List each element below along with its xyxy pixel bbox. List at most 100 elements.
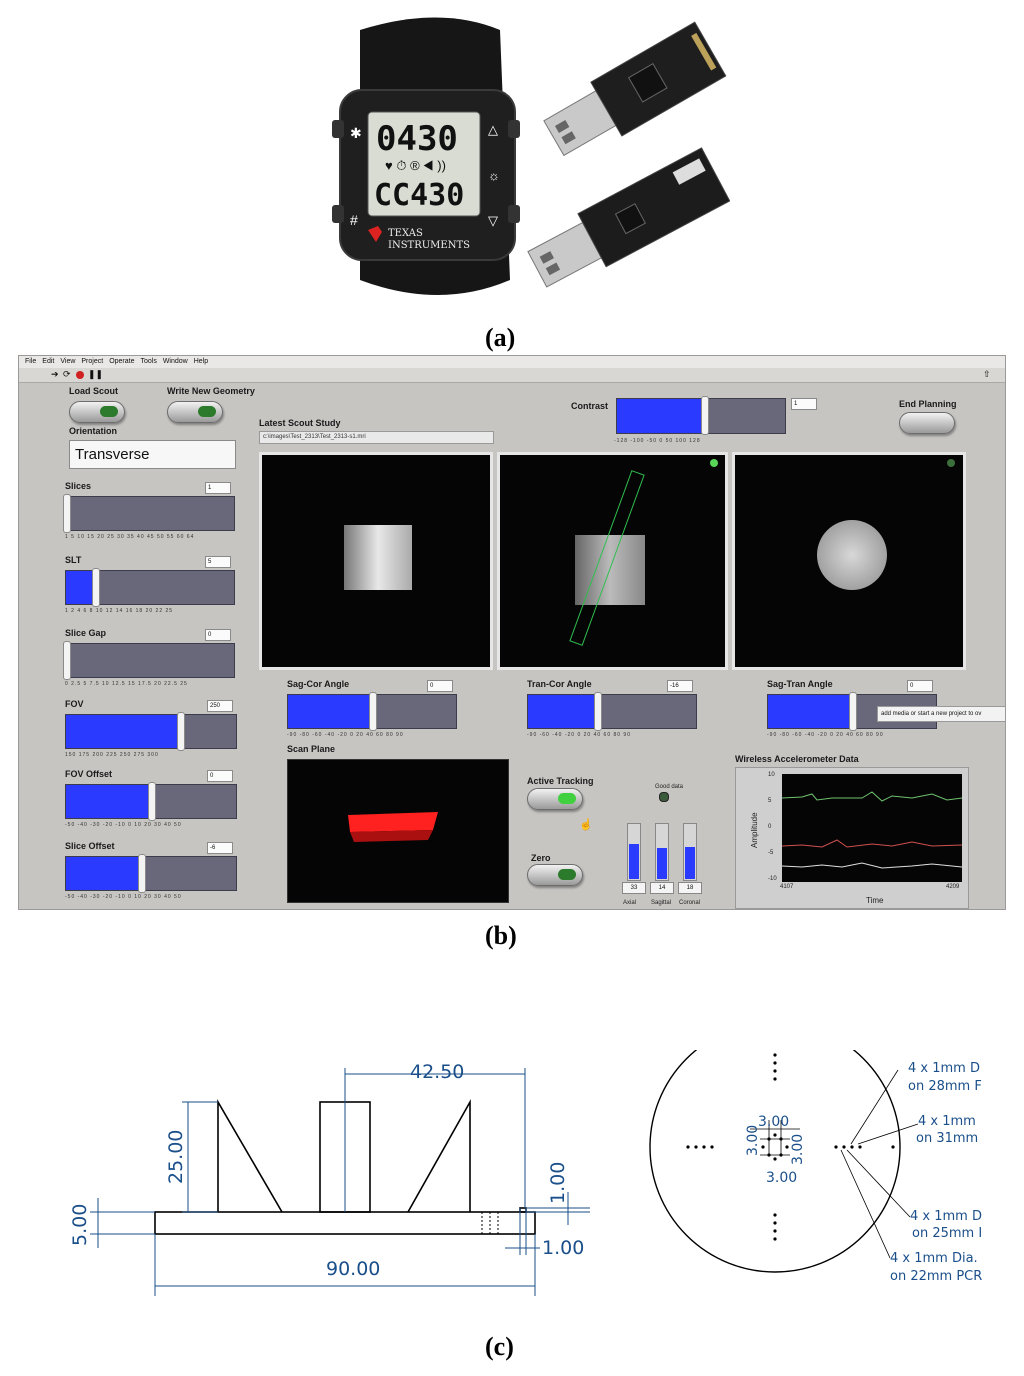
- tran-cor-thumb[interactable]: [593, 692, 602, 731]
- slt-ticks: 1 2 4 6 8 10 12 14 16 18 20 22 25: [65, 608, 174, 614]
- fov-value[interactable]: 250: [207, 700, 233, 712]
- status-led: [947, 459, 955, 467]
- run-continuous-icon[interactable]: ⟳: [63, 369, 71, 379]
- dim-3-00-left: 3.00: [745, 1125, 761, 1156]
- good-data-label: Good data: [655, 784, 684, 790]
- slice-offset-value[interactable]: -6: [207, 842, 233, 854]
- slt-value[interactable]: 5: [205, 556, 231, 568]
- zero-button[interactable]: [527, 864, 583, 886]
- active-tracking-label: Active Tracking: [527, 776, 594, 786]
- menu-item-file[interactable]: File: [25, 358, 37, 365]
- scout-view-coronal[interactable]: [732, 452, 966, 670]
- ti-logo-icon: [368, 226, 382, 242]
- sag-cor-ticks: -90 -80 -60 -40 -20 0 20 40 60 80 90: [287, 732, 404, 738]
- fov-ticks: 150 175 200 225 250 275 300: [65, 752, 159, 758]
- accel-plot-area[interactable]: [781, 774, 963, 882]
- accel-ytick: -10: [768, 876, 777, 882]
- usb-dongle-bottom: [527, 147, 730, 288]
- tran-cor-value[interactable]: -16: [667, 680, 693, 692]
- tracking-label-coronal: Coronal: [679, 900, 701, 906]
- end-planning-button[interactable]: [899, 412, 955, 434]
- hole-note-22mm-line2: on 22mm PCR: [890, 1269, 982, 1284]
- sag-tran-value[interactable]: 0: [907, 680, 933, 692]
- load-scout-button[interactable]: [69, 401, 125, 423]
- phantom-top-view: [649, 1050, 901, 1273]
- scout-path-field[interactable]: c:\images\Test_2313\Test_2313-s1.mri: [259, 431, 494, 444]
- scout-view-sagittal[interactable]: [497, 452, 728, 670]
- menu-item-help[interactable]: Help: [193, 358, 209, 365]
- watch-symbol-left-top: ✱: [350, 125, 362, 141]
- menu-item-tools[interactable]: Tools: [140, 358, 157, 365]
- abort-icon[interactable]: [76, 371, 84, 379]
- menu-item-operate[interactable]: Operate: [109, 358, 135, 365]
- caption-a: (a): [485, 323, 516, 352]
- fov-offset-slider[interactable]: [65, 782, 237, 821]
- sag-cor-value[interactable]: 0: [427, 680, 453, 692]
- tracking-bar-sagittal: [655, 823, 669, 881]
- scan-plane-3d-view[interactable]: [287, 759, 509, 903]
- hole-note-28mm-line1: 4 x 1mm D: [908, 1061, 980, 1076]
- fov-offset-thumb[interactable]: [148, 782, 156, 821]
- slices-ticks: 1 5 10 15 20 25 30 35 40 45 50 55 60 64: [65, 534, 195, 540]
- run-arrow-icon[interactable]: ➔: [51, 369, 59, 379]
- caption-b: (b): [485, 921, 517, 950]
- dim-5-00: 5.00: [69, 1204, 91, 1246]
- menu-item-project[interactable]: Project: [81, 358, 104, 365]
- slice-offset-slider[interactable]: [65, 854, 237, 893]
- scan-plane-label: Scan Plane: [287, 744, 336, 754]
- accel-ytick: -5: [768, 850, 774, 856]
- sag-cor-label: Sag-Cor Angle: [287, 679, 350, 689]
- slt-slider[interactable]: [65, 568, 235, 607]
- tran-cor-ticks: -90 -60 -40 -20 0 20 40 60 80 90: [527, 732, 631, 738]
- contrast-value[interactable]: 1: [791, 398, 817, 410]
- slice-gap-slider[interactable]: [63, 641, 235, 680]
- fov-slider[interactable]: [65, 712, 237, 751]
- hardware-photo: ✱ # △ ☼ ▽ 0430 ♥ ⏱ ® ◀ )) CC430 TEXAS IN…: [332, 17, 730, 295]
- slice-offset-label: Slice Offset: [65, 841, 115, 851]
- menu-item-window[interactable]: Window: [162, 358, 188, 365]
- accel-title: Wireless Accelerometer Data: [735, 754, 859, 764]
- dim-3-00-bottom: 3.00: [766, 1170, 797, 1186]
- slt-thumb[interactable]: [91, 568, 100, 607]
- menu-item-edit[interactable]: Edit: [42, 358, 55, 365]
- contrast-slider[interactable]: [616, 396, 786, 435]
- hole-note-31mm-line1: 4 x 1mm: [918, 1114, 976, 1129]
- dim-42-50: 42.50: [410, 1061, 464, 1083]
- accel-ytick: 0: [768, 824, 772, 830]
- orientation-field[interactable]: Transverse: [69, 440, 236, 469]
- scan-plane-slab: [348, 812, 438, 842]
- dim-1-00-bottom: 1.00: [542, 1237, 584, 1259]
- tooltip-text: add media or start a new project to ov: [877, 706, 1005, 722]
- end-planning-label: End Planning: [899, 399, 957, 409]
- status-led: [710, 459, 718, 467]
- slices-value[interactable]: 1: [205, 482, 231, 494]
- sag-cor-thumb[interactable]: [369, 692, 377, 731]
- write-geometry-button[interactable]: [167, 401, 223, 423]
- slices-slider[interactable]: [63, 494, 235, 533]
- sag-tran-thumb[interactable]: [849, 692, 857, 731]
- active-tracking-button[interactable]: [527, 788, 583, 810]
- fov-thumb[interactable]: [176, 712, 185, 751]
- slices-thumb[interactable]: [63, 494, 71, 533]
- hand-cursor-icon: ☝: [579, 819, 593, 831]
- usb-dongle-top: [543, 21, 727, 157]
- dim-90-00: 90.00: [326, 1258, 380, 1280]
- sag-tran-label: Sag-Tran Angle: [767, 679, 833, 689]
- pause-icon[interactable]: ❚❚: [88, 369, 104, 379]
- tracking-value-axial: 33: [622, 882, 646, 894]
- context-help-icon[interactable]: ⇧: [983, 369, 991, 379]
- scout-view-axial[interactable]: [259, 452, 493, 670]
- sag-tran-slider[interactable]: [767, 692, 937, 731]
- dimension-lines: [90, 1068, 590, 1296]
- sag-cor-slider[interactable]: [287, 692, 457, 731]
- slice-gap-thumb[interactable]: [63, 641, 71, 680]
- slice-offset-thumb[interactable]: [137, 854, 146, 893]
- tran-cor-slider[interactable]: [527, 692, 697, 731]
- menu-item-view[interactable]: View: [60, 358, 76, 365]
- slice-gap-value[interactable]: 0: [205, 629, 231, 641]
- hole-note-25mm-line2: on 25mm I: [912, 1226, 982, 1241]
- fov-label: FOV: [65, 699, 84, 709]
- write-geometry-label: Write New Geometry: [167, 386, 255, 396]
- fov-offset-value[interactable]: 0: [207, 770, 233, 782]
- dim-1-00-top: 1.00: [547, 1162, 569, 1204]
